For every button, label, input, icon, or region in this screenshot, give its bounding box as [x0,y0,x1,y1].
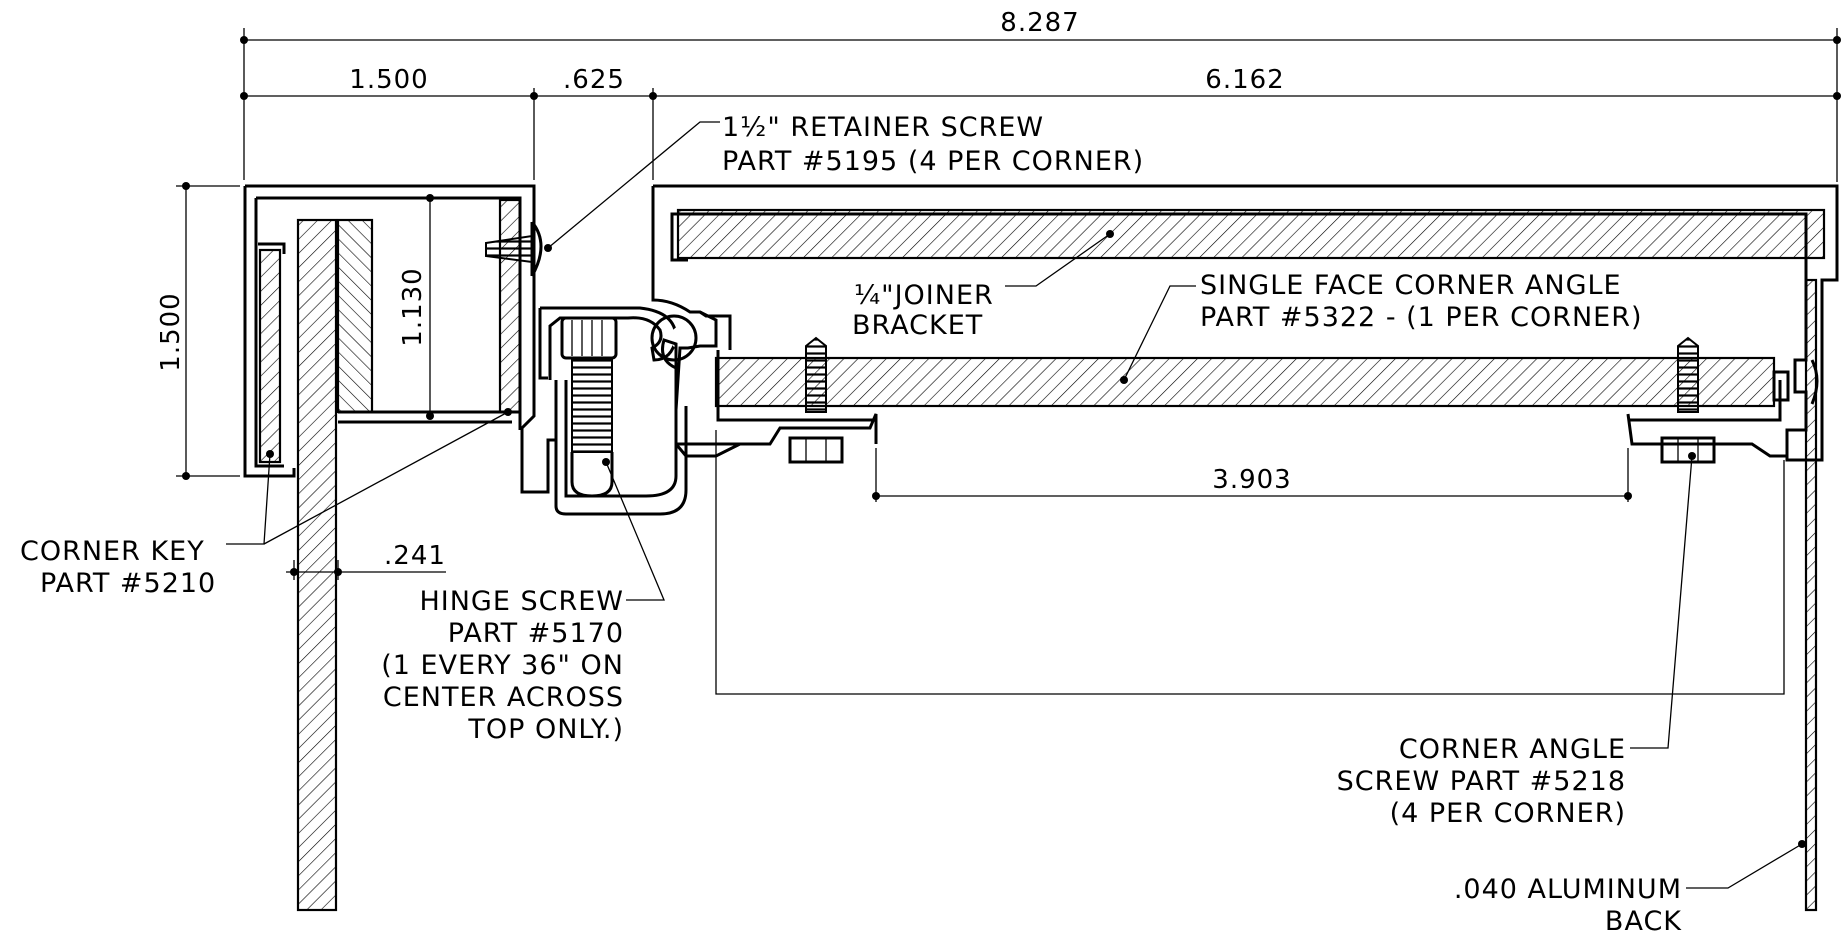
sign-box-outline [715,430,1785,695]
callout-line: PART #5170 [448,618,624,649]
callout-line: SCREW PART #5218 [1337,766,1626,797]
corner-angle-end-cap [1772,370,1790,402]
corner-angle-screw-left [788,336,844,464]
callout-line: PART #5195 (4 PER CORNER) [722,146,1144,177]
corner-key [258,248,282,464]
retainer-screw [485,221,543,277]
hinge-extrusion [538,306,698,516]
callout-line: (4 PER CORNER) [1390,798,1626,829]
hinge-screw [560,316,618,498]
callout-aluminum-back: .040 ALUMINUM BACK [1454,874,1682,936]
retainer-strip [498,198,522,414]
single-face-corner-angle [714,356,1776,408]
callout-line: TOP ONLY.) [467,714,624,745]
callout-line: (1 EVERY 36" ON [381,650,624,681]
backing-strip [336,218,374,414]
corner-angle-screw-right [1660,336,1716,464]
callout-corner-angle-screw: CORNER ANGLE SCREW PART #5218 (4 PER COR… [1337,734,1626,829]
aluminum-back-clip [1810,359,1819,405]
dim-screw-spacing: 3.903 [1212,465,1291,495]
dim-right-width: 6.162 [1205,65,1284,95]
callout-hinge-screw: HINGE SCREW PART #5170 (1 EVERY 36" ON C… [381,586,624,745]
aluminum-back [1804,278,1818,912]
dim-panel-offset: .241 [384,541,446,571]
callout-line: BACK [1605,906,1682,936]
dim-gap-width: .625 [563,65,625,95]
dim-overall-width: 8.287 [1000,8,1079,38]
leader-lines [226,121,1806,889]
callout-line: 1½" RETAINER SCREW [722,112,1044,143]
callout-line: CORNER KEY [20,536,205,567]
face-panel [296,218,338,912]
callout-line: HINGE SCREW [419,586,624,617]
callout-line: BRACKET [852,310,983,341]
callout-joiner-bracket: ¼"JOINER BRACKET [852,280,994,341]
callout-line: .040 ALUMINUM [1454,874,1682,905]
callout-line: CENTER ACROSS [383,682,624,713]
dim-left-height: 1.500 [156,292,186,371]
callout-line: PART #5210 [40,568,216,599]
dim-inner-height: 1.130 [398,267,428,346]
callout-line: PART #5322 - (1 PER CORNER) [1200,302,1643,333]
callout-corner-key: CORNER KEY PART #5210 [20,536,216,599]
callout-line: SINGLE FACE CORNER ANGLE [1200,270,1622,301]
dim-left-width: 1.500 [349,65,428,95]
joiner-bracket [676,208,1826,260]
callout-corner-angle: SINGLE FACE CORNER ANGLE PART #5322 - (1… [1200,270,1643,333]
callout-line: ¼"JOINER [854,280,994,311]
callout-retainer-screw: 1½" RETAINER SCREW PART #5195 (4 PER COR… [722,112,1144,177]
callout-line: CORNER ANGLE [1399,734,1626,765]
